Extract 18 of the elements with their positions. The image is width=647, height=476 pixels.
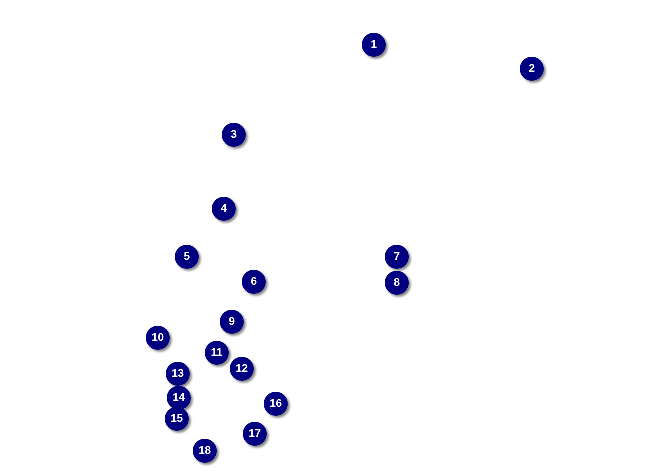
numbered-marker: 2 <box>520 57 544 81</box>
numbered-marker: 11 <box>205 341 229 365</box>
numbered-marker: 15 <box>165 407 189 431</box>
numbered-marker: 7 <box>385 245 409 269</box>
numbered-marker: 4 <box>212 197 236 221</box>
numbered-marker: 1 <box>362 33 386 57</box>
numbered-marker: 10 <box>146 326 170 350</box>
numbered-marker: 3 <box>222 123 246 147</box>
numbered-marker: 12 <box>230 357 254 381</box>
numbered-marker: 16 <box>264 392 288 416</box>
numbered-marker: 8 <box>385 271 409 295</box>
numbered-marker: 9 <box>220 310 244 334</box>
numbered-marker: 5 <box>175 245 199 269</box>
numbered-marker: 18 <box>193 439 217 463</box>
numbered-marker: 13 <box>166 362 190 386</box>
numbered-marker: 6 <box>242 270 266 294</box>
numbered-marker: 14 <box>167 386 191 410</box>
numbered-marker: 17 <box>243 422 267 446</box>
